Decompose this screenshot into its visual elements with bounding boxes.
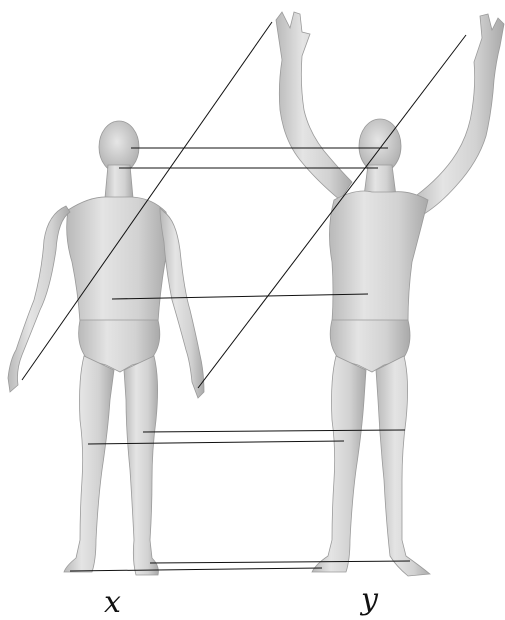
- shape-x-torso: [67, 197, 169, 322]
- shape-x-left-arm: [8, 206, 70, 392]
- shape-y-torso: [329, 191, 428, 322]
- shape-y-left-leg: [312, 356, 366, 572]
- shape-y-right-leg: [376, 356, 430, 576]
- shape-x-label: x: [104, 588, 121, 618]
- correspondence-right-foot: [150, 561, 410, 563]
- shape-y-right-arm: [410, 14, 504, 214]
- shape-x-right-arm: [160, 208, 204, 398]
- shape-y-left-arm: [276, 12, 352, 200]
- correspondence-right-knee: [143, 430, 405, 432]
- correspondence-left-knee: [88, 441, 344, 444]
- shape-x-right-leg: [124, 356, 158, 575]
- shape-x-neck: [105, 165, 133, 198]
- human-shape-x: [8, 121, 204, 575]
- human-shape-y: [276, 12, 504, 576]
- correspondence-left-foot: [70, 568, 322, 571]
- shape-x-left-leg: [64, 356, 114, 572]
- shape-y-label: y: [361, 585, 378, 615]
